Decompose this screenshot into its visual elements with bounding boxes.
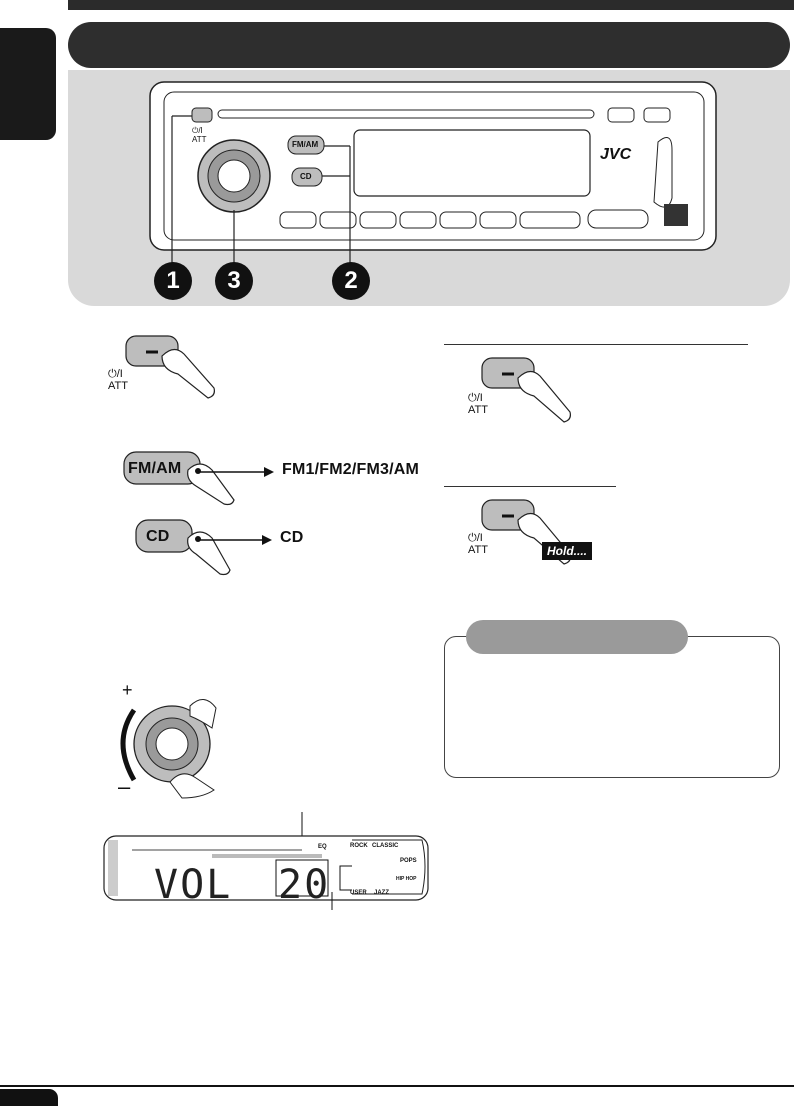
cd-slot: [217, 109, 595, 119]
eq-tag-user: USER: [350, 890, 367, 896]
cd-button-illustration: [135, 519, 231, 576]
hold-badge: Hold....: [542, 542, 592, 560]
pressing-finger-icon: [187, 531, 231, 576]
pressing-finger-icon: [517, 370, 571, 423]
lcd-vol-number: 20: [278, 862, 331, 908]
preset-buttons: [279, 209, 649, 229]
arrow-icon: [198, 467, 274, 477]
brand-logo: JVC: [600, 146, 632, 163]
faceplate-drawing: [149, 81, 717, 266]
release-button-shape: [653, 137, 673, 208]
power-button-shape: [191, 107, 213, 123]
right-button-a: [607, 107, 635, 123]
callout-3: 3: [215, 262, 253, 300]
lcd-display-illustration: [103, 812, 429, 910]
eq-tag-hiphop: HIP HOP: [396, 876, 417, 882]
top-header-bar: [68, 0, 794, 10]
cd-button-text: CD: [146, 528, 170, 545]
cd-button-shape: [291, 167, 323, 187]
display-window: [353, 129, 591, 197]
rotate-arrow-icon: [120, 708, 137, 782]
tip-box-header-pill: [466, 620, 688, 654]
fmam-button-text: FM/AM: [128, 460, 182, 477]
volume-dial-illustration: [120, 699, 217, 799]
fmam-result-text: FM1/FM2/FM3/AM: [282, 461, 420, 478]
dial-minus-label: –: [118, 774, 131, 799]
faceplate-corner: [664, 204, 688, 226]
tip-box: [444, 636, 780, 778]
lcd-vol-text: VOL: [154, 862, 233, 908]
page-number-tab: [0, 1089, 58, 1106]
fmam-button-illustration: [123, 451, 235, 506]
eq-tag-jazz: JAZZ: [374, 890, 389, 896]
eq-tag-rock: ROCK: [350, 843, 368, 849]
finger-top-icon: [189, 699, 217, 729]
panel-fmam-label: FM/AM: [292, 140, 319, 149]
pressing-finger-icon: [187, 463, 235, 506]
lcd-frame: [103, 835, 429, 901]
section-divider-1: [444, 344, 748, 345]
footer-rule: [0, 1085, 794, 1087]
dial-plus-label: +: [122, 680, 133, 700]
eq-tag-classic: CLASSIC: [372, 843, 399, 849]
panel-cd-label: CD: [300, 172, 312, 181]
control-dial-knob: [217, 159, 251, 193]
eq-tag-eq: EQ: [318, 844, 327, 850]
section-divider-2: [444, 486, 616, 487]
cd-result-text: CD: [280, 529, 304, 546]
fmam-button-shape: [287, 135, 325, 155]
section-title-bar: [68, 22, 790, 68]
finger-bottom-icon: [169, 773, 215, 799]
callout-1: 1: [154, 262, 192, 300]
eq-tag-pops: POPS: [400, 858, 417, 864]
att-button-illustration: [481, 357, 571, 423]
right-button-b: [643, 107, 671, 123]
arrow-icon: [200, 535, 272, 545]
callout-2: 2: [332, 262, 370, 300]
pressing-finger-icon: [161, 348, 215, 399]
language-side-tab: [0, 28, 56, 140]
power-button-illustration: [125, 335, 215, 399]
